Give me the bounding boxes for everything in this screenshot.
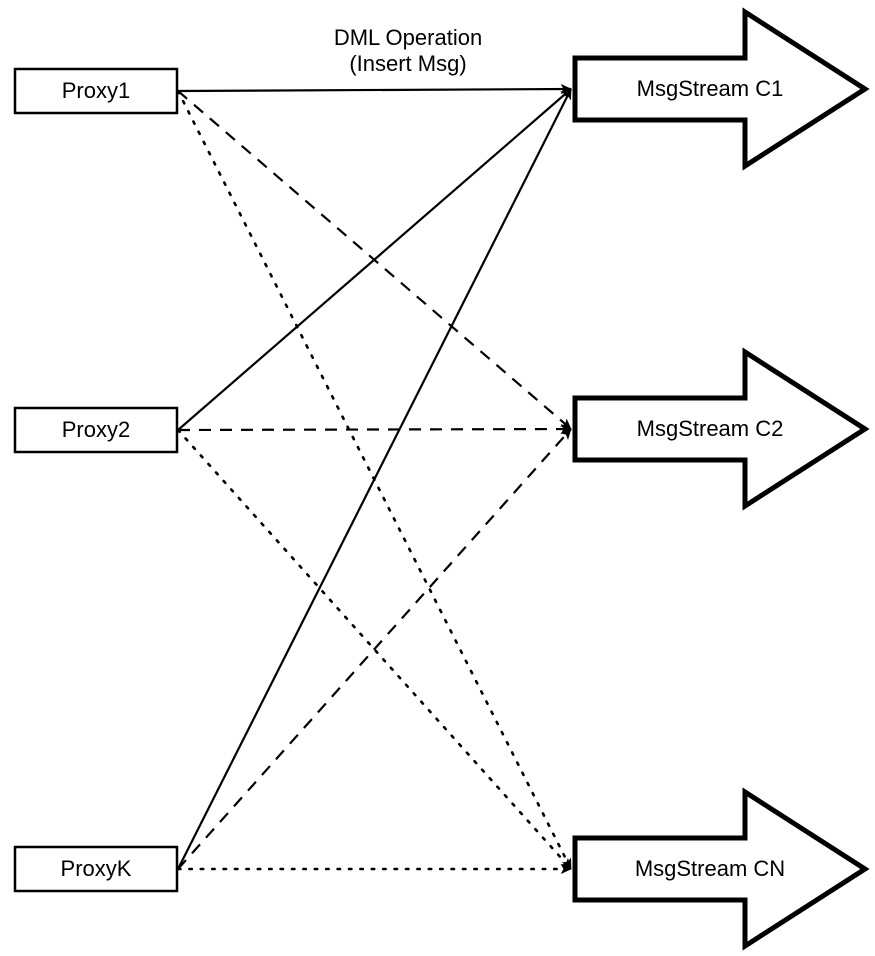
msgstream-nodes: MsgStream C1 MsgStream C2 MsgStream CN [572, 7, 870, 951]
msgstream-node-c1[interactable]: MsgStream C1 [572, 7, 870, 171]
proxy1-label: Proxy1 [62, 78, 130, 103]
connector-links [176, 83, 573, 875]
msgstream-c1-arrow-shape[interactable] [572, 7, 870, 171]
proxyk-box[interactable] [13, 845, 179, 893]
edge-caption-line-1: DML Operation [334, 25, 482, 50]
msgstream-c2-label: MsgStream C2 [637, 416, 784, 441]
proxy-node-proxy2[interactable]: Proxy2 [13, 406, 179, 454]
msgstream-c1-label: MsgStream C1 [637, 76, 784, 101]
link-proxyk-to-stream-c1 [177, 88, 572, 870]
link-proxyk-to-stream-c2 [177, 428, 572, 870]
link-proxy2-to-stream-c1 [177, 88, 572, 431]
link-proxy2-to-stream-c2 [177, 423, 572, 435]
msgstream-cn-label: MsgStream CN [635, 856, 785, 881]
msgstream-node-c2[interactable]: MsgStream C2 [572, 347, 870, 511]
proxy2-box[interactable] [13, 406, 179, 454]
link-proxy2-to-stream-cn [176, 428, 573, 871]
msgstream-node-cn[interactable]: MsgStream CN [572, 787, 870, 951]
proxyk-label: ProxyK [61, 856, 132, 881]
proxy-nodes: Proxy1 Proxy2 ProxyK [13, 67, 179, 893]
msgstream-c2-arrow-shape[interactable] [572, 347, 870, 511]
proxy-node-proxy1[interactable]: Proxy1 [13, 67, 179, 115]
edge-caption-line-2: (Insert Msg) [349, 51, 466, 76]
proxy2-label: Proxy2 [62, 417, 130, 442]
link-proxy1-to-stream-c1 [177, 83, 572, 95]
msgstream-cn-arrow-shape[interactable] [572, 787, 870, 951]
edge-caption-group: DML Operation (Insert Msg) [334, 25, 482, 76]
proxy1-box[interactable] [13, 67, 179, 115]
proxy-node-proxyk[interactable]: ProxyK [13, 845, 179, 893]
